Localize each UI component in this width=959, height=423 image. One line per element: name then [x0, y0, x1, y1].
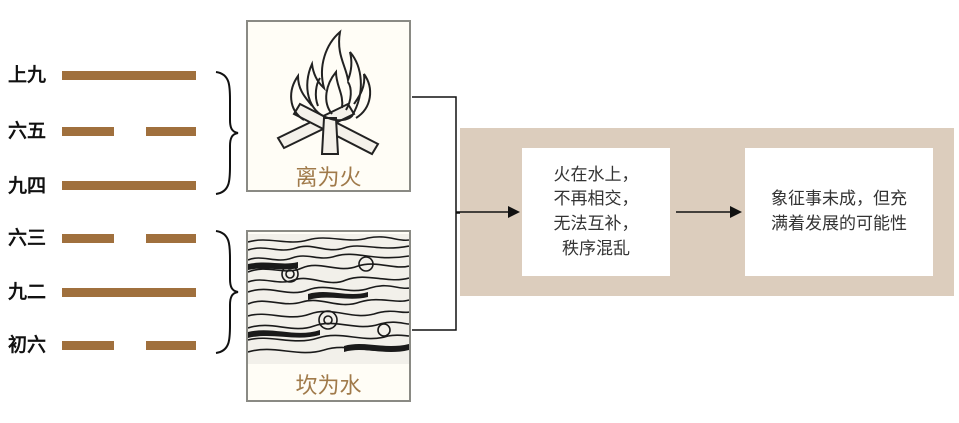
effect-line-3: 无法互补， [553, 214, 639, 234]
fire-icon [276, 29, 380, 156]
effect-line-2: 不再相交， [553, 189, 639, 210]
line-label-2: 九二 [8, 281, 47, 303]
yang-line-6 [62, 71, 196, 80]
yin-line-1-left [62, 341, 114, 350]
yin-line-5-right [146, 127, 196, 136]
meaning-line-2: 满着发展的可能性 [771, 214, 907, 234]
yin-line-3-right [146, 234, 196, 243]
line-label-3: 六三 [8, 227, 47, 249]
line-label-1: 初六 [8, 334, 47, 356]
effect-line-4: 秩序混乱 [562, 238, 630, 259]
fire-trigram-card: 离为火 [246, 20, 411, 192]
fire-trigram-caption: 离为火 [295, 166, 362, 191]
effect-line-1: 火在水上， [553, 164, 639, 185]
line-label-4: 九四 [8, 175, 47, 197]
line-label-6: 上九 [8, 64, 47, 86]
lower-brace [215, 230, 239, 354]
yang-line-2 [62, 288, 196, 297]
meaning-box: 象征事未成，但充 满着发展的可能性 [745, 148, 933, 276]
water-waves-icon [248, 234, 409, 364]
arrow-into-band [456, 206, 520, 218]
yang-line-4 [62, 181, 196, 190]
meaning-line-1: 象征事未成，但充 [771, 189, 907, 210]
yin-line-5-left [62, 127, 114, 136]
line-label-5: 六五 [8, 120, 47, 142]
yin-line-1-right [146, 341, 196, 350]
upper-brace [215, 71, 239, 195]
water-trigram-caption: 坎为水 [295, 374, 362, 399]
arrow-between-boxes [676, 206, 742, 218]
water-trigram-card: 坎为水 [246, 230, 411, 402]
yin-line-3-left [62, 234, 114, 243]
effect-box: 火在水上， 不再相交， 无法互补， 秩序混乱 [522, 148, 670, 276]
